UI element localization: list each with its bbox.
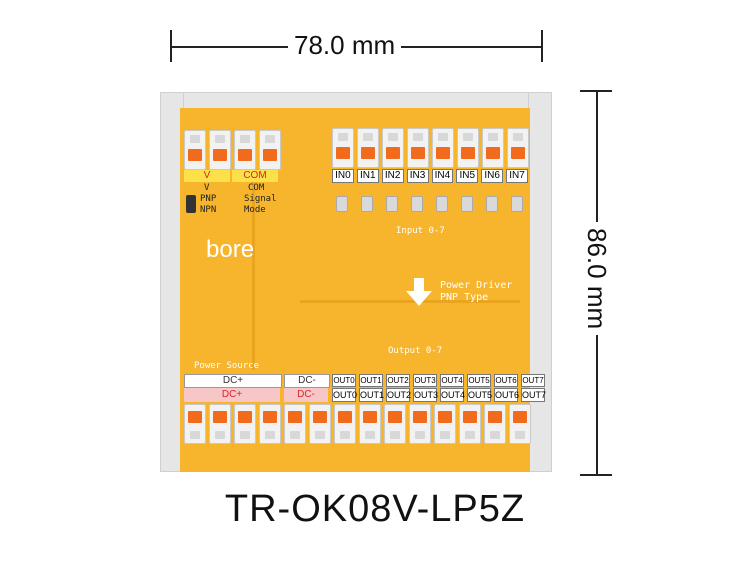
input-label: IN2 (381, 169, 404, 183)
input-label: IN3 (406, 169, 429, 183)
terminal[interactable] (384, 404, 406, 444)
output-label: OUT6 (494, 388, 520, 402)
dc-minus-label: DC- (284, 388, 328, 402)
terminal[interactable] (309, 404, 331, 444)
input-label: IN0 (332, 169, 354, 183)
input-leds (336, 196, 523, 212)
output-label: OUT4 (440, 388, 466, 402)
input-led (486, 196, 498, 212)
terminal[interactable] (432, 128, 454, 168)
input-label: IN5 (456, 169, 479, 183)
input-led (411, 196, 423, 212)
terminal[interactable] (409, 404, 431, 444)
input-group-label: Input 0-7 (396, 226, 445, 236)
width-dimension-label: 78.0 mm (288, 30, 402, 61)
output-label: OUT0 (332, 388, 358, 402)
height-dimension-tick-bottom (580, 474, 612, 476)
input-led (511, 196, 523, 212)
terminal[interactable] (457, 128, 479, 168)
terminal[interactable] (359, 404, 381, 444)
output-terminal-block (184, 404, 531, 444)
terminal[interactable] (259, 130, 281, 170)
output-label-small: OUT6 (494, 374, 518, 387)
width-dimension-tick-left (170, 30, 172, 62)
pnp-label: PNP (200, 194, 217, 204)
output-label: OUT7 (521, 388, 547, 402)
width-dimension-tick-right (541, 30, 543, 62)
signal-label: Signal (244, 194, 277, 204)
input-label: IN7 (506, 169, 528, 183)
input-label: IN1 (356, 169, 379, 183)
output-labels-top: OUT0 OUT1 OUT2 OUT3 OUT4 OUT5 OUT6 OUT7 (332, 374, 545, 387)
dc-minus-label-top: DC- (284, 374, 330, 388)
output-label: OUT2 (386, 388, 412, 402)
terminal[interactable] (482, 128, 504, 168)
terminal[interactable] (209, 130, 231, 170)
terminal[interactable] (434, 404, 456, 444)
com-small-label: COM (248, 183, 265, 193)
output-label: OUT3 (413, 388, 439, 402)
power-source-label: Power Source (194, 361, 260, 371)
brand-logo: bore (206, 236, 255, 263)
output-label: OUT5 (467, 388, 493, 402)
output-group-label: Output 0-7 (388, 346, 443, 356)
dc-plus-label-top: DC+ (184, 374, 282, 388)
housing-right-side (528, 92, 552, 472)
terminal[interactable] (382, 128, 404, 168)
terminal[interactable] (334, 404, 356, 444)
terminal[interactable] (357, 128, 379, 168)
mode-label: Mode (244, 205, 266, 215)
driver-line2: PNP Type (440, 292, 489, 303)
v-small-label: V (204, 183, 210, 193)
terminal[interactable] (184, 404, 206, 444)
terminal[interactable] (184, 130, 206, 170)
com-label: COM (232, 170, 278, 182)
dc-plus-label: DC+ (184, 388, 280, 402)
input-label: IN6 (481, 169, 504, 183)
output-label-small: OUT0 (332, 374, 356, 387)
input-led (336, 196, 348, 212)
output-label: OUT1 (359, 388, 385, 402)
terminal[interactable] (507, 128, 529, 168)
driver-line1: Power Driver (440, 280, 513, 291)
board-trace (300, 300, 520, 303)
output-label-small: OUT4 (440, 374, 464, 387)
input-labels: IN0 IN1 IN2 IN3 IN4 IN5 IN6 IN7 (332, 169, 528, 183)
input-led (386, 196, 398, 212)
input-led (361, 196, 373, 212)
v-label: V (184, 170, 230, 182)
board-trace (252, 130, 255, 370)
terminal[interactable] (509, 404, 531, 444)
power-terminal-block (184, 130, 281, 170)
terminal[interactable] (407, 128, 429, 168)
terminal[interactable] (332, 128, 354, 168)
mode-jumper[interactable] (186, 195, 196, 213)
height-dimension-tick-top (580, 90, 612, 92)
npn-label: NPN (200, 205, 217, 215)
output-label-small: OUT5 (467, 374, 491, 387)
input-led (436, 196, 448, 212)
output-labels: OUT0 OUT1 OUT2 OUT3 OUT4 OUT5 OUT6 OUT7 (332, 388, 547, 402)
input-led (461, 196, 473, 212)
output-label-small: OUT1 (359, 374, 383, 387)
terminal[interactable] (209, 404, 231, 444)
model-name: TR-OK08V-LP5Z (224, 488, 526, 530)
arrow-down-icon (406, 278, 432, 306)
output-label-small: OUT7 (521, 374, 545, 387)
terminal[interactable] (484, 404, 506, 444)
input-terminal-block (332, 128, 529, 168)
terminal[interactable] (234, 404, 256, 444)
input-label: IN4 (431, 169, 454, 183)
terminal[interactable] (234, 130, 256, 170)
terminal[interactable] (284, 404, 306, 444)
output-label-small: OUT3 (413, 374, 437, 387)
terminal[interactable] (459, 404, 481, 444)
output-label-small: OUT2 (386, 374, 410, 387)
height-dimension-label: 86.0 mm (581, 222, 612, 336)
terminal[interactable] (259, 404, 281, 444)
